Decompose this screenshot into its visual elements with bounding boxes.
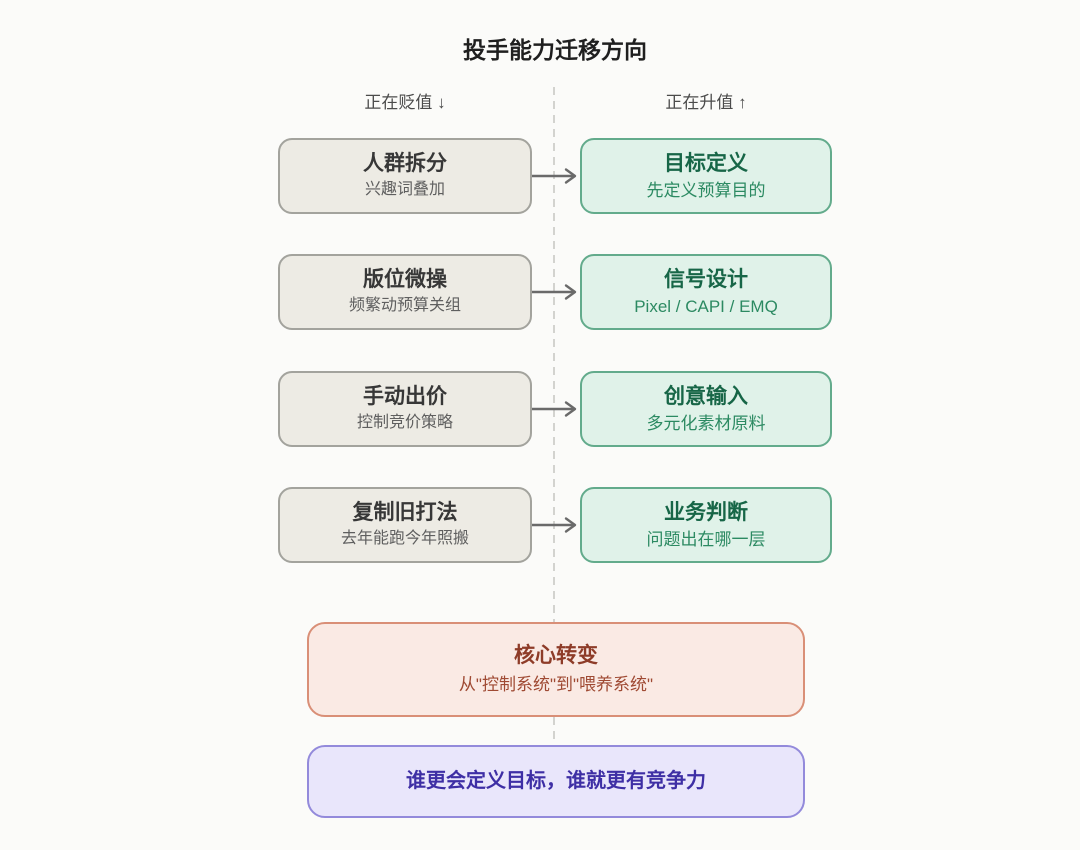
arrow-right-icon <box>532 284 577 300</box>
card-subtitle: Pixel / CAPI / EMQ <box>634 296 778 316</box>
card-title: 业务判断 <box>664 500 748 524</box>
card-title: 目标定义 <box>664 151 748 175</box>
card-subtitle: 多元化素材原料 <box>646 413 766 433</box>
new-skill-card-goal-definition: 目标定义 先定义预算目的 <box>580 138 832 214</box>
card-title: 手动出价 <box>363 385 447 409</box>
core-shift-card: 核心转变 从"控制系统"到"喂养系统" <box>307 622 805 717</box>
card-title: 信号设计 <box>664 267 748 291</box>
old-skill-card-copy-old-playbook: 复制旧打法 去年能跑今年照搬 <box>278 487 532 563</box>
card-subtitle: 去年能跑今年照搬 <box>340 530 469 548</box>
card-subtitle: 控制竞价策略 <box>356 414 453 432</box>
arrow-right-icon <box>532 517 577 533</box>
conclusion-text: 谁更会定义目标，谁就更有竞争力 <box>406 770 706 792</box>
arrow-right-icon <box>532 168 577 184</box>
conclusion-card: 谁更会定义目标，谁就更有竞争力 <box>307 745 805 818</box>
card-title: 版位微操 <box>363 268 447 292</box>
card-title: 创意输入 <box>664 384 748 408</box>
column-header-appreciating: 正在升值 ↑ <box>665 93 747 112</box>
card-subtitle: 兴趣词叠加 <box>364 181 445 199</box>
old-skill-card-audience-split: 人群拆分 兴趣词叠加 <box>278 138 532 214</box>
old-skill-card-manual-bidding: 手动出价 控制竞价策略 <box>278 371 532 447</box>
new-skill-card-signal-design: 信号设计 Pixel / CAPI / EMQ <box>580 254 832 330</box>
new-skill-card-business-judgment: 业务判断 问题出在哪一层 <box>580 487 832 563</box>
column-header-depreciating: 正在贬值 ↓ <box>364 93 446 112</box>
card-subtitle: 频繁动预算关组 <box>348 297 461 315</box>
card-subtitle: 问题出在哪一层 <box>646 529 766 549</box>
card-title: 复制旧打法 <box>352 501 458 525</box>
vertical-dashed-divider <box>553 87 555 745</box>
core-shift-title: 核心转变 <box>514 644 598 668</box>
arrow-right-icon <box>532 401 577 417</box>
old-skill-card-placement-micro: 版位微操 频繁动预算关组 <box>278 254 532 330</box>
card-subtitle: 先定义预算目的 <box>646 180 766 200</box>
card-title: 人群拆分 <box>363 152 447 176</box>
core-shift-subtitle: 从"控制系统"到"喂养系统" <box>458 675 654 695</box>
page-title: 投手能力迁移方向 <box>463 37 647 63</box>
new-skill-card-creative-input: 创意输入 多元化素材原料 <box>580 371 832 447</box>
